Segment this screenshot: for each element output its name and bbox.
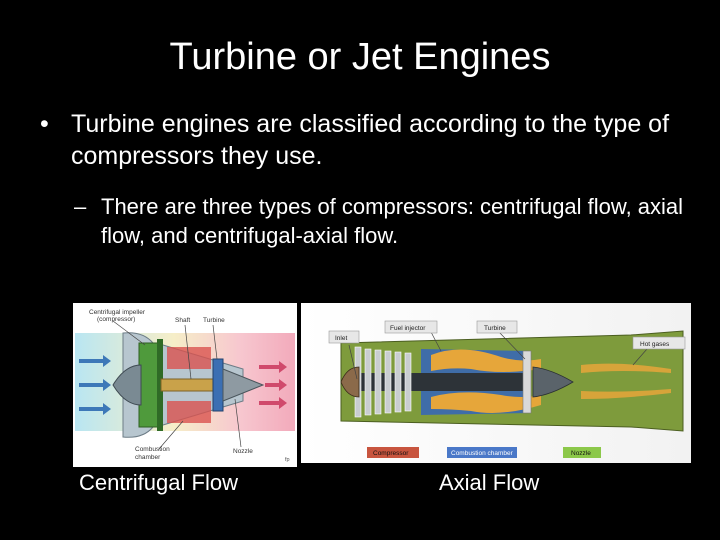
label-impeller-sub: (compressor): [97, 316, 135, 323]
label-nozzle: Nozzle: [233, 448, 253, 455]
label-hot-gases: Hot gases: [640, 341, 670, 348]
legend-combustion-chamber: Combustion chamber: [451, 450, 514, 457]
label-turbine: Turbine: [484, 325, 506, 332]
axial-flow-diagram: Inlet Fuel injector Turbine Hot gases Co…: [301, 303, 691, 463]
label-corner: fp: [285, 457, 290, 463]
bullet-level1: • Turbine engines are classified accordi…: [40, 108, 690, 172]
caption-centrifugal: Centrifugal Flow: [79, 470, 238, 495]
sub-bullet-text: There are three types of compressors: ce…: [101, 194, 684, 248]
label-impeller: Centrifugal impeller: [89, 309, 146, 316]
label-fuel-injector: Fuel injector: [390, 325, 426, 332]
slide-title: Turbine or Jet Engines: [169, 36, 551, 78]
centrifugal-flow-diagram: Centrifugal impeller (compressor) Shaft …: [73, 303, 297, 467]
legend-nozzle: Nozzle: [571, 450, 591, 457]
legend-nozzle-swatch: [563, 447, 601, 458]
label-inlet: Inlet: [335, 335, 347, 342]
caption-axial: Axial Flow: [439, 470, 540, 495]
label-combustion-sub: chamber: [135, 454, 161, 461]
legend-compressor-swatch: [367, 447, 419, 458]
dash-mark: –: [74, 194, 87, 219]
legend-combustion-swatch: [447, 447, 517, 458]
label-combustion: Combustion: [135, 446, 170, 453]
bullet-level2: – There are three types of compressors: …: [74, 192, 694, 250]
label-turbine: Turbine: [203, 317, 225, 324]
legend-compressor: Compressor: [373, 450, 409, 457]
label-shaft: Shaft: [175, 317, 190, 324]
bullet-text: Turbine engines are classified according…: [71, 110, 670, 170]
bullet-mark: •: [40, 110, 49, 138]
